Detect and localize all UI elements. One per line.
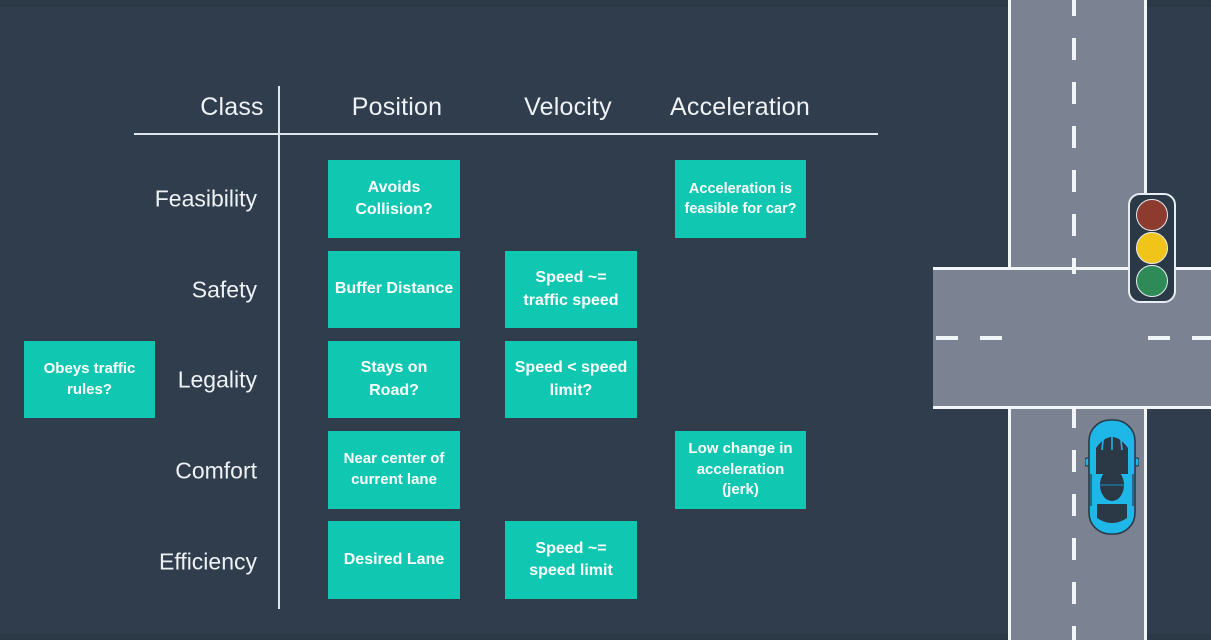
cell-comfort-position[interactable]: Near center of current lane (328, 431, 460, 509)
header-divider-horizontal (134, 133, 878, 135)
cell-feasibility-acceleration[interactable]: Acceleration is feasible for car? (675, 160, 806, 238)
traffic-light[interactable] (1128, 193, 1176, 303)
lane-dash-west (936, 336, 1008, 340)
callout-obeys-traffic-rules[interactable]: Obeys traffic rules? (24, 341, 155, 418)
intersection-illustration (900, 0, 1211, 640)
lane-dash-north (1072, 0, 1076, 274)
cell-safety-velocity[interactable]: Speed ~= traffic speed (505, 251, 637, 328)
row-label-legality: Legality (177, 366, 257, 393)
cell-legality-position[interactable]: Stays on Road? (328, 341, 460, 418)
cell-comfort-acceleration[interactable]: Low change in acceleration (jerk) (675, 431, 806, 509)
cell-safety-position[interactable]: Buffer Distance (328, 251, 460, 328)
column-header-class: Class (200, 93, 264, 121)
ego-vehicle-icon[interactable] (1085, 418, 1139, 536)
lane-dash-east (1148, 336, 1211, 340)
row-label-efficiency: Efficiency (158, 548, 257, 575)
column-header-position: Position (351, 93, 443, 121)
red-lamp (1136, 199, 1168, 232)
row-label-safety: Safety (191, 276, 257, 303)
lane-dash-south (1072, 406, 1076, 640)
header-divider-vertical (278, 86, 280, 609)
cell-legality-velocity[interactable]: Speed < speed limit? (505, 341, 637, 418)
row-label-comfort: Comfort (175, 457, 257, 484)
column-header-acceleration: Acceleration (670, 93, 810, 121)
junction-area (1005, 270, 1150, 406)
cell-feasibility-position[interactable]: Avoids Collision? (328, 160, 460, 238)
row-label-feasibility: Feasibility (154, 185, 257, 212)
yellow-lamp (1136, 231, 1168, 264)
green-lamp (1136, 264, 1168, 297)
column-header-velocity: Velocity (524, 93, 612, 121)
cell-efficiency-velocity[interactable]: Speed ~= speed limit (505, 521, 637, 599)
cell-efficiency-position[interactable]: Desired Lane (328, 521, 460, 599)
cost-function-table: Class Position Velocity Acceleration Fea… (24, 86, 878, 609)
